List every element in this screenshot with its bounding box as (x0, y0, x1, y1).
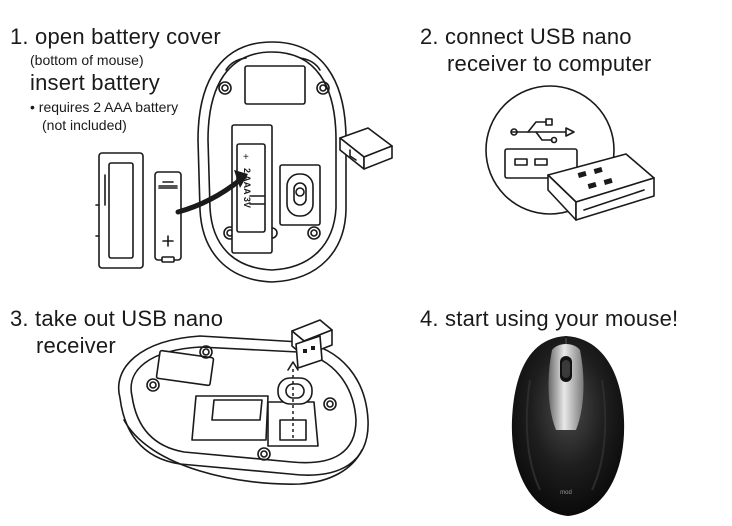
step-3-title-line2: receiver (36, 333, 116, 358)
battery-compartment-label: 2 AAA 3V (242, 168, 252, 208)
step-2-title-line1: 2. connect USB nano (420, 24, 632, 49)
mouse-brand-logo: mod (560, 490, 572, 496)
svg-text:2 AAA 3V: 2 AAA 3V (242, 168, 252, 208)
step-4-title: 4. start using your mouse! (420, 306, 679, 331)
battery-plus-sign: + (243, 152, 249, 163)
step-1-bullet: • requires 2 AAA battery (30, 99, 179, 115)
step-2-title-line2: receiver to computer (447, 51, 652, 76)
step-1-bullet-cont: (not included) (42, 117, 127, 133)
step-1-note: (bottom of mouse) (30, 52, 144, 68)
usb-symbol-icon (510, 118, 575, 144)
step-3-title-line1: 3. take out USB nano (10, 306, 224, 331)
step-1-subtitle: insert battery (30, 70, 160, 95)
step-1-title: 1. open battery cover (10, 24, 221, 49)
